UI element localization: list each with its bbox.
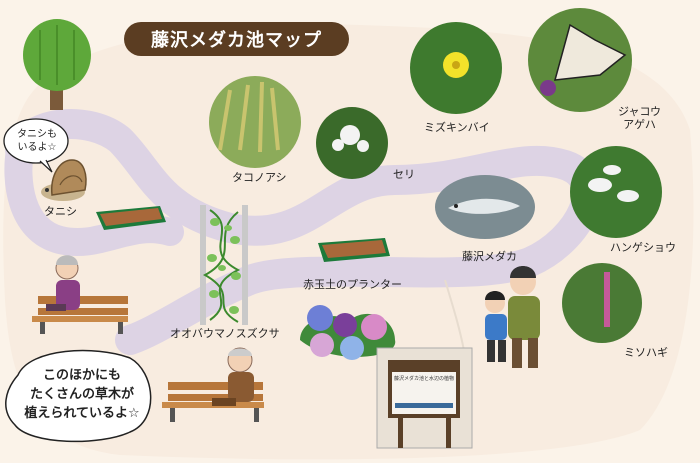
label-fujisawa-medaka: 藤沢メダカ bbox=[462, 250, 517, 263]
walking-path-branch bbox=[4, 136, 184, 257]
note-line-3: 植えられているよ☆ bbox=[24, 406, 140, 421]
note-line-1: このほかにも bbox=[42, 368, 121, 383]
snail-icon bbox=[41, 159, 87, 201]
label-misohagi: ミソハギ bbox=[624, 346, 668, 359]
label-oobaumanosuzukusa: オオバウマノスズクサ bbox=[170, 327, 280, 340]
note-bubble-text: このほかにも たくさんの草木が 植えられているよ☆ bbox=[14, 366, 150, 423]
planter-icon-1 bbox=[96, 206, 166, 230]
elderly-man-icon bbox=[212, 347, 254, 406]
vine-trellis-icon bbox=[200, 205, 248, 325]
label-mizukinbai: ミズキンバイ bbox=[424, 121, 490, 134]
photo-jakou-ageha bbox=[528, 8, 632, 112]
note-line-2: たくさんの草木が bbox=[29, 387, 134, 402]
tanishi-bubble-line-2: いるよ☆ bbox=[17, 142, 57, 153]
photo-seri bbox=[316, 107, 388, 179]
label-seri: セリ bbox=[393, 168, 415, 181]
note-speech-bubble bbox=[5, 349, 152, 443]
photo-mizukinbai bbox=[410, 22, 502, 114]
label-hangeshou: ハンゲショウ bbox=[610, 241, 676, 254]
bench-icon-1 bbox=[32, 296, 128, 334]
label-planter: 赤玉土のプランター bbox=[303, 278, 402, 291]
info-signboard bbox=[376, 347, 473, 449]
walking-path bbox=[5, 109, 602, 355]
label-jakou-line-2: アゲハ bbox=[623, 118, 656, 131]
photo-fujisawa-medaka bbox=[435, 175, 535, 239]
tanishi-speech-bubble bbox=[3, 118, 69, 173]
photo-hangeshou bbox=[570, 146, 662, 238]
tanishi-bubble-text: タニシも いるよ☆ bbox=[10, 128, 64, 154]
label-jakou-ageha: ジャコウ アゲハ bbox=[618, 105, 661, 131]
father-and-son-icon bbox=[485, 266, 540, 368]
label-jakou-line-1: ジャコウ bbox=[618, 105, 662, 118]
photo-misohagi bbox=[562, 263, 642, 343]
elderly-woman-icon bbox=[46, 255, 80, 311]
photo-takonoashi bbox=[209, 76, 301, 168]
label-tanishi: タニシ bbox=[44, 205, 77, 218]
planter-icon-2 bbox=[318, 238, 390, 262]
label-takonoashi: タコノアシ bbox=[232, 171, 287, 184]
sign-title: 藤沢メダカ池と水辺の植物 bbox=[393, 376, 454, 382]
page-title: 藤沢メダカ池マップ bbox=[124, 22, 349, 56]
tanishi-bubble-line-1: タニシも bbox=[17, 129, 57, 140]
hydrangea-icon bbox=[300, 305, 396, 360]
tree-icon bbox=[23, 19, 91, 110]
